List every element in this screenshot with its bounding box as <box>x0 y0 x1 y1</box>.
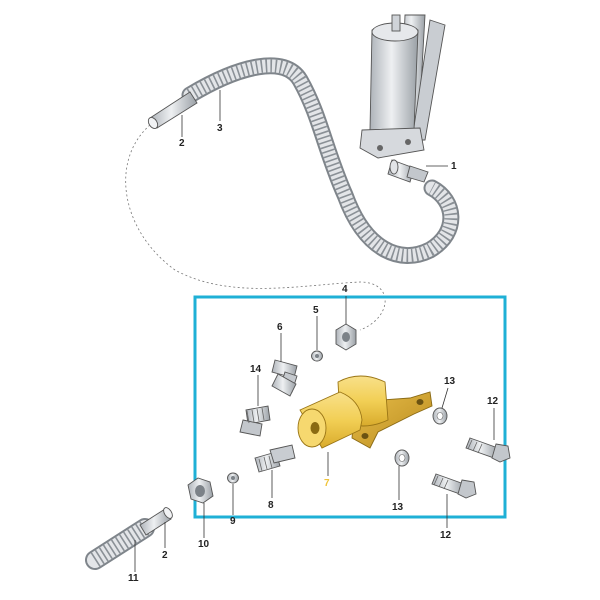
valve-body-part-7 <box>297 375 433 449</box>
tube-end-part-2-top <box>147 91 198 129</box>
callout-14: 14 <box>250 364 262 375</box>
fitting-part-1 <box>387 159 429 183</box>
callout-10: 10 <box>198 539 210 550</box>
washer-part-13-top <box>432 407 448 425</box>
bolt-part-12-top <box>465 437 511 463</box>
tee-connector-part-14 <box>239 373 297 437</box>
callout-5: 5 <box>313 305 319 316</box>
olive-part-5 <box>311 350 323 362</box>
union-nut-part-4 <box>335 323 357 351</box>
callout-2-bottom: 2 <box>162 550 168 561</box>
callout-12-top: 12 <box>487 396 499 407</box>
nut-part-10 <box>187 477 214 504</box>
callout-9: 9 <box>230 516 236 527</box>
callout-2-top: 2 <box>179 138 185 149</box>
threaded-connector-part-8 <box>254 444 296 473</box>
highlight-box <box>193 295 507 519</box>
callout-1: 1 <box>451 161 457 172</box>
hose-part-11 <box>85 518 155 570</box>
callout-13-top: 13 <box>444 376 456 387</box>
callout-6: 6 <box>277 322 283 333</box>
callout-7: 7 <box>324 478 330 489</box>
callout-8: 8 <box>268 500 274 511</box>
flexible-hose-part-3 <box>181 57 460 264</box>
bolt-part-12-bottom <box>431 473 477 499</box>
tube-end-part-2-bottom <box>139 507 173 536</box>
callout-4: 4 <box>342 284 348 295</box>
callout-3: 3 <box>217 123 223 134</box>
callout-11: 11 <box>128 573 139 584</box>
olive-part-9 <box>227 472 239 484</box>
leader-lines <box>134 90 495 572</box>
pump-cylinder <box>359 14 446 159</box>
callout-13-bottom: 13 <box>392 502 404 513</box>
callout-labels: 1 2 3 4 5 6 7 8 9 10 11 2 12 12 13 13 14 <box>128 123 499 584</box>
washer-part-13-bottom <box>394 449 410 467</box>
callout-12-bottom: 12 <box>440 530 452 541</box>
